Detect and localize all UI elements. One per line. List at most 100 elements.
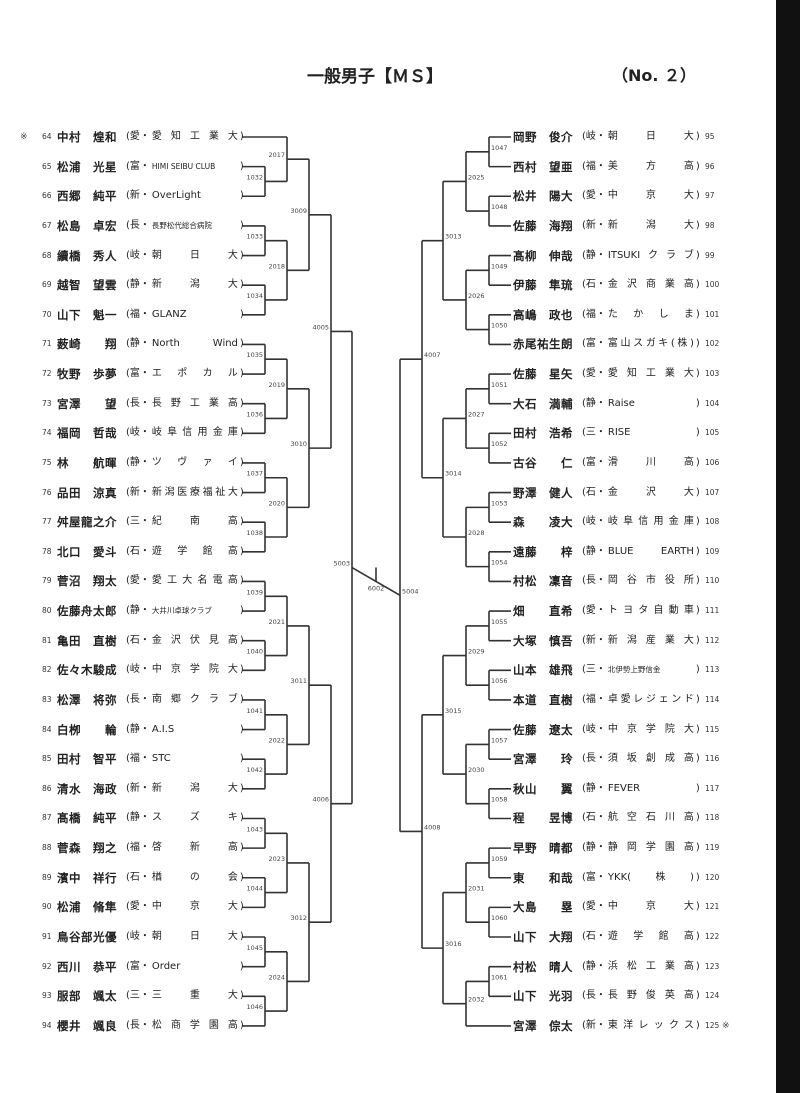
match-number: 5003 xyxy=(333,560,350,568)
prefecture: 新 xyxy=(585,1019,596,1031)
club-name: 遊学館高 xyxy=(151,545,238,557)
open-paren: ( xyxy=(582,812,586,824)
player-number: 103 xyxy=(705,369,720,379)
player-name: 西郷 純平 xyxy=(57,189,117,204)
close-paren: ) xyxy=(239,160,244,172)
separator: ・ xyxy=(139,190,150,202)
player-name: 遠藤 梓 xyxy=(513,544,573,559)
affiliation: (愛・愛知工業大) xyxy=(126,129,244,145)
player-name: 松浦 光星 xyxy=(57,159,117,174)
club-name: トヨタ自動車 xyxy=(607,605,694,617)
player-name: 畑 直希 xyxy=(513,604,573,619)
prefecture: 新 xyxy=(129,782,140,794)
club-name: 三重大 xyxy=(151,990,238,1002)
club-name: 長野松代総合病院 xyxy=(151,220,212,230)
player-name: 菅森 翔之 xyxy=(57,841,117,856)
match-number: 1051 xyxy=(491,381,508,389)
affiliation: (石・航空石川高) xyxy=(582,810,700,826)
match-number: 1040 xyxy=(246,648,263,656)
prefecture: 静 xyxy=(129,812,140,824)
club-name: 愛工大名電高 xyxy=(151,575,238,587)
separator: ・ xyxy=(139,131,150,142)
club-name: 松商学園高 xyxy=(151,1019,238,1031)
affiliation: (福・GLANZ) xyxy=(126,307,244,323)
close-paren: ) xyxy=(695,693,700,705)
prefecture: 静 xyxy=(129,605,140,617)
player-name: 越智 望雲 xyxy=(57,278,117,293)
open-paren: ( xyxy=(126,990,130,1002)
open-paren: ( xyxy=(126,723,130,735)
affiliation: (新・新潟大) xyxy=(126,781,244,797)
prefecture: 新 xyxy=(129,486,140,498)
player-name: 大石 満輔 xyxy=(513,396,573,411)
club-name: 新潟大 xyxy=(151,782,238,794)
player-number: 113 xyxy=(705,665,720,675)
player-number: 81 xyxy=(42,635,52,645)
player-number: 117 xyxy=(705,783,720,793)
close-paren: ) xyxy=(695,931,700,942)
prefecture: 福 xyxy=(585,160,596,172)
prefecture: 静 xyxy=(585,397,596,409)
player-name: 佐藤 遼太 xyxy=(513,722,573,737)
open-paren: ( xyxy=(582,368,586,380)
player-name: 早野 晴都 xyxy=(513,841,573,856)
affiliation: (静・静岡学園高) xyxy=(582,840,700,856)
close-paren: ) xyxy=(239,990,244,1002)
separator: ・ xyxy=(139,516,150,528)
affiliation: (岐・朝日大) xyxy=(126,248,244,264)
player-number: 85 xyxy=(42,754,52,764)
prefecture: 三 xyxy=(129,990,140,1002)
open-paren: ( xyxy=(582,249,586,261)
match-number: 2019 xyxy=(268,381,285,389)
separator: ・ xyxy=(139,249,150,261)
player-number: 114 xyxy=(705,694,720,704)
player-name: 菅沼 翔太 xyxy=(57,574,117,589)
match-number: 4005 xyxy=(312,323,329,331)
club-name: エポカル xyxy=(151,368,238,380)
player-name: 佐藤舟太郎 xyxy=(57,604,117,619)
prefecture: 愛 xyxy=(129,901,140,913)
player-name: 山下 大翔 xyxy=(513,930,573,944)
open-paren: ( xyxy=(126,605,130,617)
match-number: 2027 xyxy=(468,410,485,418)
separator: ・ xyxy=(595,160,606,172)
separator: ・ xyxy=(139,842,150,854)
separator: ・ xyxy=(595,960,606,972)
player-name: 伊藤 隼琉 xyxy=(513,278,573,293)
prefecture: 岐 xyxy=(129,931,140,942)
match-number: 1061 xyxy=(491,973,508,981)
separator: ・ xyxy=(595,990,606,1002)
prefecture: 岐 xyxy=(585,516,596,528)
player-name: 森 凌大 xyxy=(513,515,573,530)
player-name: 大島 塁 xyxy=(513,900,573,915)
close-paren: ) xyxy=(695,1019,700,1031)
player-number: 102 xyxy=(705,339,720,349)
close-paren: ) xyxy=(695,338,700,350)
prefecture: 静 xyxy=(129,338,140,350)
close-paren: ) xyxy=(695,871,700,883)
prefecture: 富 xyxy=(585,871,596,883)
close-paren: ) xyxy=(239,190,244,202)
player-name: 村松 晴人 xyxy=(513,959,573,974)
player-name: 秋山 翼 xyxy=(513,781,573,796)
separator: ・ xyxy=(139,308,150,320)
match-number: 1056 xyxy=(491,677,508,685)
prefecture: 福 xyxy=(129,753,140,765)
affiliation: (静・大井川卓球クラブ) xyxy=(126,603,244,619)
club-name: Raise xyxy=(607,397,635,409)
separator: ・ xyxy=(595,871,606,883)
player-name: 品田 涼真 xyxy=(57,485,117,500)
player-number: 97 xyxy=(705,191,715,201)
close-paren: ) xyxy=(695,545,700,557)
